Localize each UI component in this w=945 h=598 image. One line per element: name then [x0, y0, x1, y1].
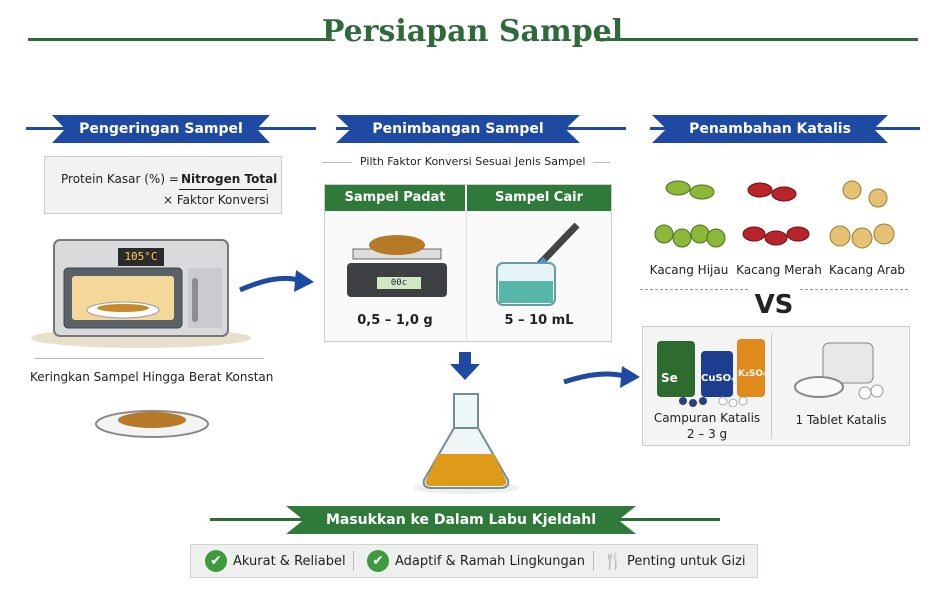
beaker-pipette-illustration [485, 219, 595, 309]
feature-accurate: ✔ Akurat & Reliabel [205, 550, 346, 572]
oven-illustration [26, 238, 256, 348]
arrow-down-icon [448, 352, 482, 382]
vs-line-right [800, 289, 908, 291]
vs-label: VS [754, 290, 794, 320]
solid-amount: 0,5 – 1,0 g [357, 313, 433, 328]
features-bar: ✔ Akurat & Reliabel ✔ Adaptif & Ramah Li… [190, 544, 758, 578]
feature-adaptive: ✔ Adaptif & Ramah Lingkungan [367, 550, 585, 572]
mixed-catalyst-label: Campuran Katalis [653, 411, 761, 425]
liquid-sample-header: Sampel Cair [467, 185, 611, 211]
fraction-bar [179, 189, 267, 190]
feature-sep-2 [593, 551, 594, 571]
arrow-right-icon-2 [560, 360, 642, 396]
leaf-check-icon: ✔ [367, 550, 389, 572]
jar-label-cuso4: CuSO₄ [701, 373, 736, 384]
weighing-panel: Sampel Padat Sampel Cair 00c 0,5 – 1,0 g… [324, 184, 612, 342]
panel-divider [466, 211, 467, 339]
sample-dish-icon [92, 398, 212, 440]
page-title: Persiapan Sampel [321, 14, 624, 49]
scale-display: 00c [377, 277, 421, 289]
bean-label-red: Kacang Merah [736, 263, 822, 277]
feature-sep-1 [353, 551, 354, 571]
scale-illustration [341, 223, 453, 303]
kjeldahl-flask-icon [412, 388, 520, 498]
drying-caption: Keringkan Sampel Hingga Berat Konstan [30, 370, 274, 384]
formula-lhs: Protein Kasar (%) = [61, 172, 179, 186]
bean-label-chickpea: Kacang Arab [828, 263, 906, 277]
feature-nutrition: 🍴 Penting untuk Gizi [603, 551, 746, 570]
tablet-catalyst-label: 1 Tablet Katalis [795, 413, 887, 427]
jar-label-k2so4: K₂SO₄ [738, 369, 767, 379]
formula-denominator: × Faktor Konversi [163, 193, 269, 207]
cutlery-icon: 🍴 [603, 551, 623, 570]
weighing-subtitle: Pilth Faktor Konversi Sesuai Jenis Sampe… [352, 155, 594, 168]
solid-sample-header: Sampel Padat [325, 185, 465, 211]
drying-divider [34, 358, 264, 359]
beans-illustration [642, 172, 912, 254]
title-line-right [596, 38, 918, 41]
tablet-illustration [793, 339, 893, 405]
formula-numerator: Nitrogen Total [181, 172, 278, 186]
mixed-catalyst-amount: 2 – 3 g [686, 427, 728, 441]
vs-line-left [640, 289, 748, 291]
catalyst-jars-illustration [653, 331, 769, 408]
arrow-right-icon [236, 262, 316, 302]
catalyst-divider [771, 333, 772, 439]
title-line-left [28, 38, 330, 41]
liquid-amount: 5 – 10 mL [504, 313, 574, 328]
banner-catalyst: Penambahan Katalis [652, 115, 888, 143]
catalyst-panel: Se CuSO₄ K₂SO₄ Campuran Katalis 2 – 3 g … [642, 326, 910, 446]
jar-label-se: Se [661, 371, 678, 385]
check-icon: ✔ [205, 550, 227, 572]
banner-drying: Pengeringan Sampel [52, 115, 270, 143]
oven-display: 105°C [118, 248, 164, 266]
bean-label-green: Kacang Hijau [649, 263, 729, 277]
bottom-banner: Masukkan ke Dalam Labu Kjeldahl [286, 506, 636, 534]
banner-weighing: Penimbangan Sampel [336, 115, 580, 143]
formula-box: Protein Kasar (%) = Nitrogen Total × Fak… [44, 156, 282, 214]
